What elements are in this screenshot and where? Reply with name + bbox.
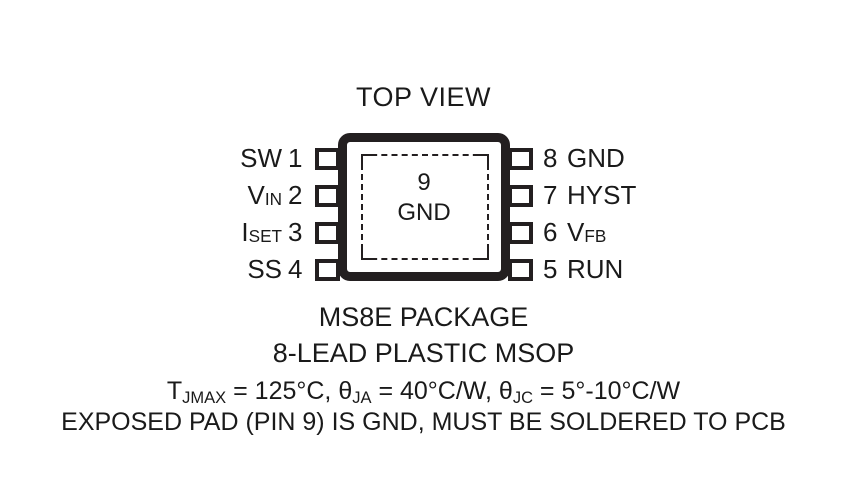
pin-name-2-sub: IN xyxy=(264,189,282,210)
exposed-pad-note-caption: EXPOSED PAD (PIN 9) IS GND, MUST BE SOLD… xyxy=(61,408,786,436)
pin-number-7: 7 xyxy=(543,180,558,210)
pin-name-1: SW xyxy=(240,143,282,173)
tjmax-value: = 125°C, xyxy=(226,377,339,405)
pad-corner-bottom-right xyxy=(476,247,489,260)
pin-name-5: RUN xyxy=(567,254,624,284)
pin-name-4-base: SS xyxy=(247,254,282,284)
tjmax-symbol: T xyxy=(166,377,183,405)
pad-corner-top-left xyxy=(361,154,374,167)
pin-lead-6 xyxy=(508,222,533,244)
package-name-caption: MS8E PACKAGE xyxy=(318,302,529,332)
theta-ja-subscript: JA xyxy=(352,389,372,408)
tjmax-subscript: JMAX xyxy=(182,389,227,408)
package-body: 9 GND xyxy=(338,133,510,281)
pin-name-8-base: GND xyxy=(567,143,625,173)
pin-name-6-sub: FB xyxy=(584,226,607,247)
pad-corner-bottom-left xyxy=(361,247,374,260)
pin-name-7: HYST xyxy=(567,180,637,210)
exposed-pad-name: GND xyxy=(397,199,451,226)
pin-lead-2 xyxy=(315,185,340,207)
pad-corner-top-right xyxy=(476,154,489,167)
pin-lead-5 xyxy=(508,259,533,281)
exposed-pad-outline xyxy=(361,154,489,260)
pin-number-1: 1 xyxy=(288,143,303,173)
theta-jc-symbol: θ xyxy=(498,377,513,405)
pin-name-3-sub: SET xyxy=(248,226,282,247)
exposed-pad-number: 9 xyxy=(417,169,431,196)
theta-ja-value: = 40°C/W, xyxy=(371,377,499,405)
pin-name-1-base: SW xyxy=(240,143,282,173)
exposed-pad-label: 9 GND xyxy=(347,168,501,228)
theta-jc-subscript: JC xyxy=(512,389,533,408)
pin-number-3: 3 xyxy=(288,217,303,247)
page-title: TOP VIEW xyxy=(355,82,492,112)
theta-jc-value: = 5°-10°C/W xyxy=(532,377,681,405)
thermal-spec-caption: TJMAX = 125°C, θJA = 40°C/W, θJC = 5°-10… xyxy=(0,377,847,408)
pin-lead-4 xyxy=(315,259,340,281)
pin-number-8: 8 xyxy=(543,143,558,173)
pin-number-5: 5 xyxy=(543,254,558,284)
pin-number-2: 2 xyxy=(288,180,303,210)
pin-lead-1 xyxy=(315,148,340,170)
pin-lead-8 xyxy=(508,148,533,170)
pin-lead-7 xyxy=(508,185,533,207)
pin-name-2-base: V xyxy=(247,180,265,210)
pin-name-6-base: V xyxy=(567,217,585,247)
theta-ja-symbol: θ xyxy=(338,377,353,405)
pin-number-4: 4 xyxy=(288,254,303,284)
pin-name-7-base: HYST xyxy=(567,180,637,210)
pin-name-8: GND xyxy=(567,143,625,173)
pin-number-6: 6 xyxy=(543,217,558,247)
pin-lead-3 xyxy=(315,222,340,244)
pin-name-5-base: RUN xyxy=(567,254,624,284)
caption-block: MS8E PACKAGE 8-LEAD PLASTIC MSOP TJMAX =… xyxy=(0,304,847,435)
pin-name-4: SS xyxy=(247,254,282,284)
pin-name-3-base: I xyxy=(241,217,249,247)
lead-description-caption: 8-LEAD PLASTIC MSOP xyxy=(272,338,575,368)
